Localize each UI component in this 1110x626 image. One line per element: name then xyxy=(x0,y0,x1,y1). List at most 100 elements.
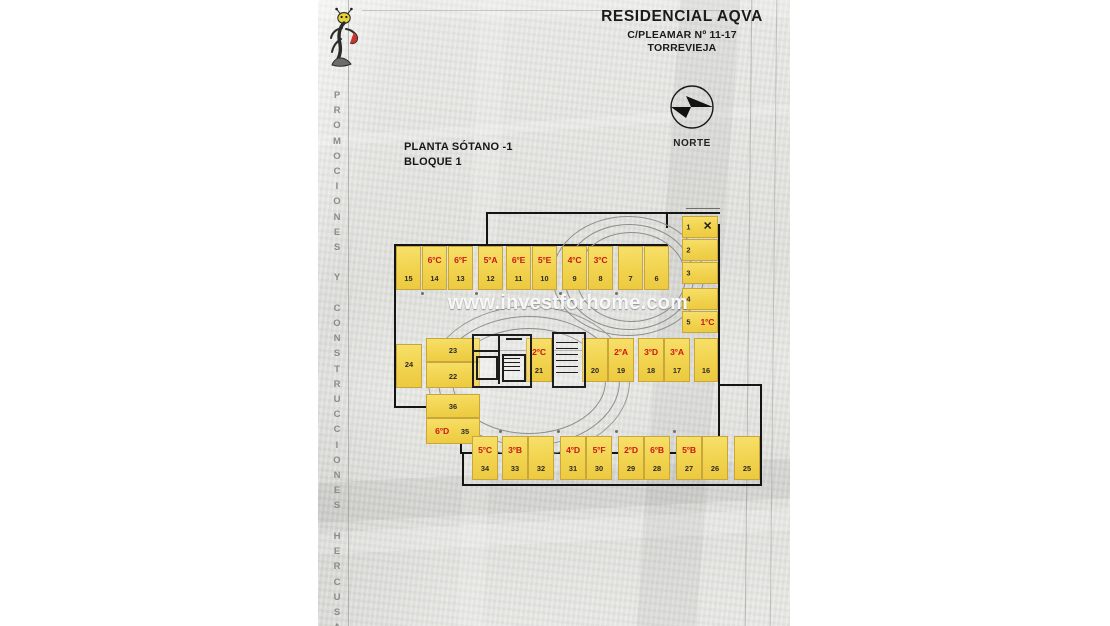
building-core xyxy=(472,330,532,390)
parking-stall[interactable]: 5 1°C xyxy=(682,311,718,333)
parking-stall[interactable]: 5°F 30 xyxy=(586,436,612,480)
stall-number: 35 xyxy=(460,426,470,436)
wall xyxy=(394,244,488,246)
stall-code: 2°D xyxy=(624,444,638,455)
stall-number: 23 xyxy=(448,346,458,356)
parking-stall[interactable]: 2°D 29 xyxy=(618,436,644,480)
column-marker xyxy=(615,292,618,295)
stall-code: 2°A xyxy=(614,346,628,357)
parking-stall[interactable]: 6 xyxy=(644,246,669,290)
parking-stall[interactable]: 22 xyxy=(426,362,480,388)
parking-stall[interactable]: 4°C 9 xyxy=(562,246,587,290)
stair-tread xyxy=(504,358,520,359)
stall-number: 36 xyxy=(448,402,458,412)
stall-code: 5°C xyxy=(478,444,492,455)
stair-tread xyxy=(556,366,578,368)
stall-number: 25 xyxy=(742,464,752,474)
development-city: TORREVIEJA xyxy=(647,42,717,54)
parking-stall[interactable]: 6°E 11 xyxy=(506,246,531,290)
title-block: RESIDENCIAL AQVA C/PLEAMAR Nº 11-17 TORR… xyxy=(582,8,782,54)
parking-stall[interactable]: 32 xyxy=(528,436,554,480)
stall-number: 20 xyxy=(590,366,600,376)
parking-stall[interactable]: 15 xyxy=(396,246,421,290)
stall-code: 5°E xyxy=(537,254,552,265)
stall-number: 29 xyxy=(626,464,636,474)
parking-stall[interactable]: 36 xyxy=(426,394,480,418)
parking-stall[interactable]: 24 xyxy=(396,344,422,388)
stall-code: 6°F xyxy=(454,254,467,265)
wall xyxy=(486,212,488,246)
stall-number: 15 xyxy=(404,274,413,284)
stall-number: 3 xyxy=(686,268,691,278)
parking-stall[interactable]: 5°B 27 xyxy=(676,436,702,480)
parking-stall[interactable]: 26 xyxy=(702,436,728,480)
parking-stall[interactable]: 5°A 12 xyxy=(478,246,503,290)
sheet-border-line xyxy=(348,0,349,626)
stall-number: 1 xyxy=(686,222,691,232)
stall-number: 27 xyxy=(684,464,694,474)
parking-stall[interactable]: 35 6°D xyxy=(426,418,480,444)
stall-code: 4°C xyxy=(567,254,582,265)
stall-number: 8 xyxy=(598,274,603,284)
stall-code: 5°F xyxy=(592,444,606,455)
parking-stall[interactable]: 25 xyxy=(734,436,760,480)
stall-number: 11 xyxy=(514,274,523,284)
parking-stall[interactable]: 3°A 17 xyxy=(664,338,690,382)
wall xyxy=(686,208,720,209)
wall xyxy=(720,384,762,386)
parking-stall[interactable]: 3°B 33 xyxy=(502,436,528,480)
wall xyxy=(486,212,720,214)
stall-number: 2 xyxy=(686,245,691,255)
stall-number: 4 xyxy=(686,294,691,304)
north-label: NORTE xyxy=(673,138,711,149)
stall-number: 30 xyxy=(594,464,604,474)
site-watermark: www.investforhome.com xyxy=(447,292,689,314)
stall-code: 2°C xyxy=(532,346,546,357)
stair-tread xyxy=(504,366,520,367)
stall-marked-x-icon: ✕ xyxy=(703,220,713,233)
parking-stall[interactable]: 2°A 19 xyxy=(608,338,634,382)
plan-label: PLANTA SÓTANO -1 BLOQUE 1 xyxy=(404,140,513,170)
parking-stall[interactable]: 6°F 13 xyxy=(448,246,473,290)
stall-code: 6°B xyxy=(650,444,664,455)
parking-stall[interactable]: 6°C 14 xyxy=(422,246,447,290)
parking-stall[interactable]: 3 xyxy=(682,262,718,284)
stair-tread xyxy=(556,354,578,356)
stall-number: 22 xyxy=(448,371,458,381)
stall-number: 18 xyxy=(646,366,656,376)
stall-number: 13 xyxy=(456,274,465,284)
stall-number: 19 xyxy=(616,366,626,376)
stair-tread xyxy=(504,362,520,363)
parking-stall[interactable]: 5°E 10 xyxy=(532,246,557,290)
column-marker xyxy=(615,430,618,433)
parking-stall[interactable]: 3°D 18 xyxy=(638,338,664,382)
stall-number: 5 xyxy=(686,317,691,327)
plan-block: BLOQUE 1 xyxy=(404,156,462,168)
parking-stall[interactable]: 16 xyxy=(694,338,718,382)
stall-number: 34 xyxy=(480,464,490,474)
parking-stall[interactable]: 20 xyxy=(582,338,608,382)
parking-stall[interactable]: 7 xyxy=(618,246,643,290)
parking-stall[interactable]: 23 xyxy=(426,338,480,362)
parking-stall[interactable]: 2 xyxy=(682,239,718,261)
wall xyxy=(462,484,762,486)
wall xyxy=(666,212,668,228)
stall-code: 4°D xyxy=(566,444,580,455)
parking-stall[interactable]: 5°C 34 xyxy=(472,436,498,480)
stall-number: 21 xyxy=(534,366,544,376)
plan-level: PLANTA SÓTANO -1 xyxy=(404,141,513,153)
parking-stall[interactable]: 4°D 31 xyxy=(560,436,586,480)
stall-code: 5°B xyxy=(682,444,696,455)
stall-number: 24 xyxy=(404,360,414,370)
building-core-secondary xyxy=(552,330,586,388)
parking-stall[interactable]: 3°C 8 xyxy=(588,246,613,290)
parking-stall[interactable]: 4 xyxy=(682,288,718,310)
column-marker xyxy=(673,430,676,433)
stall-code: 6°E xyxy=(511,254,526,265)
core-wall xyxy=(498,334,500,384)
parking-stall[interactable]: 6°B 28 xyxy=(644,436,670,480)
stair-tread xyxy=(556,360,578,362)
core-wall xyxy=(506,338,522,340)
stall-number: 16 xyxy=(701,366,711,376)
parking-stall[interactable]: 1 ✕ xyxy=(682,216,718,238)
